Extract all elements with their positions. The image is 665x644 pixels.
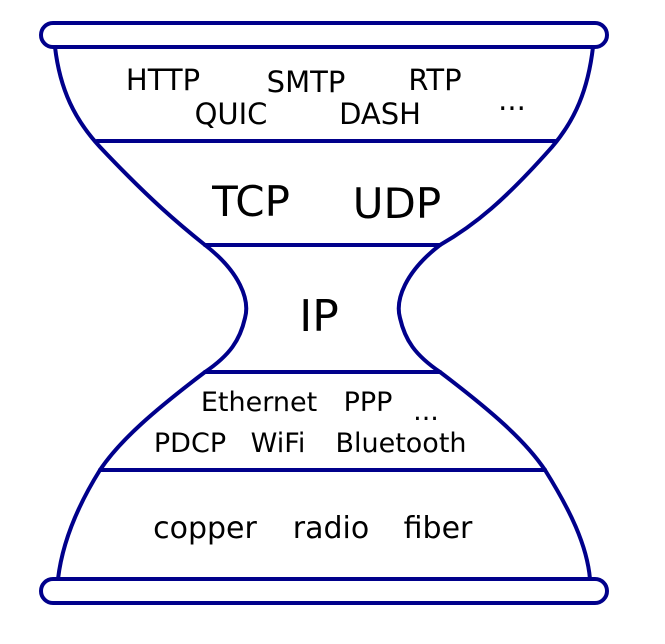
- link-protocol-label: PDCP: [154, 428, 226, 459]
- transport-protocol-label: TCP: [211, 177, 290, 226]
- app-ellipsis-label: ...: [498, 83, 526, 117]
- link-ellipsis-label: ...: [413, 396, 439, 427]
- application-layer: HTTP SMTP RTP QUIC DASH ...: [126, 63, 526, 131]
- network-layer: IP: [299, 291, 339, 342]
- physical-medium-label: fiber: [404, 511, 473, 546]
- app-protocol-label: QUIC: [195, 97, 268, 131]
- physical-layer: copper radio fiber: [153, 511, 473, 546]
- transport-layer: TCP UDP: [211, 177, 441, 228]
- top-bar: [39, 21, 609, 49]
- link-protocol-label: WiFi: [251, 428, 306, 459]
- transport-protocol-label: UDP: [353, 179, 441, 228]
- physical-medium-label: copper: [153, 511, 257, 546]
- link-protocol-label: Bluetooth: [335, 428, 466, 459]
- hourglass-right-edge: [396, 45, 595, 581]
- physical-medium-label: radio: [293, 511, 369, 546]
- bottom-bar: [39, 577, 609, 605]
- network-protocol-label: IP: [299, 291, 339, 342]
- link-protocol-label: PPP: [344, 387, 393, 418]
- app-protocol-label: RTP: [408, 63, 461, 97]
- link-protocol-label: Ethernet: [201, 387, 317, 418]
- app-protocol-label: DASH: [339, 97, 421, 131]
- link-layer: Ethernet PPP ... PDCP WiFi Bluetooth: [154, 387, 467, 459]
- app-protocol-label: SMTP: [267, 65, 346, 99]
- app-protocol-label: HTTP: [126, 63, 200, 97]
